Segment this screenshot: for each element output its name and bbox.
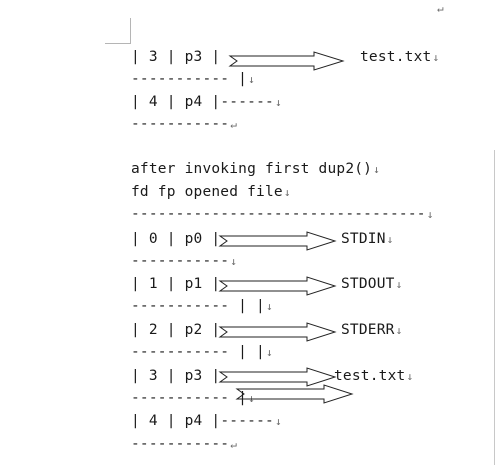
fd-row-1: | 1 | p1 | <box>131 276 221 292</box>
paragraph-mark: ↵ <box>437 2 444 15</box>
separator-line: ----------- | |↓ <box>131 298 273 314</box>
fp-name: p3 <box>184 49 203 65</box>
fd-number: 4 <box>148 413 158 429</box>
arrow-icon <box>218 367 337 387</box>
separator-line: ----------- |↓ <box>131 71 255 87</box>
fd-row-0: | 0 | p0 | <box>131 231 221 247</box>
fd-number: 1 <box>148 276 158 292</box>
fp-name: p4 <box>184 413 203 429</box>
separator-line: ----------- | |↓ <box>131 344 273 360</box>
target-label: STDIN↓ <box>341 231 394 247</box>
fp-name: p3 <box>184 368 203 384</box>
fd-row-4: | 4 | p4 |------↓ <box>131 413 282 429</box>
target-label: STDOUT↓ <box>341 276 403 292</box>
fd-number: 3 <box>148 49 158 65</box>
fp-name: p4 <box>184 94 203 110</box>
separator-line: -----------↵ <box>131 116 238 132</box>
target-label: test.txt↓ <box>334 368 414 384</box>
fd-number: 4 <box>148 94 158 110</box>
arrow-icon <box>218 322 337 342</box>
page-edge-line <box>494 150 495 465</box>
header-rule: ---------------------------------↓ <box>131 206 434 222</box>
fd-row-2: | 2 | p2 | <box>131 322 221 338</box>
fp-name: p1 <box>184 276 203 292</box>
section-heading: after invoking first dup2()↓ <box>131 161 380 177</box>
fd-row-3: | 3 | p3 | <box>131 49 221 65</box>
fd-row-4: | 4 | p4 |------↓ <box>131 94 282 110</box>
arrow-icon <box>218 231 337 251</box>
column-headings: fd fp opened file↓ <box>131 184 291 200</box>
fd-number: 3 <box>148 368 158 384</box>
fd-row-3: | 3 | p3 | <box>131 368 221 384</box>
separator-line: -----------↓ <box>131 253 238 269</box>
arrow-icon <box>235 384 354 404</box>
fp-name: p0 <box>184 231 203 247</box>
separator-line: -----------↵ <box>131 436 238 452</box>
arrow-icon <box>228 51 345 71</box>
fd-number: 2 <box>148 322 158 338</box>
fd-number: 0 <box>148 231 158 247</box>
target-label: test.txt↓ <box>360 49 440 65</box>
margin-corner-mark <box>105 18 131 44</box>
fp-name: p2 <box>184 322 203 338</box>
arrow-icon <box>218 276 337 296</box>
target-label: STDERR↓ <box>341 322 403 338</box>
